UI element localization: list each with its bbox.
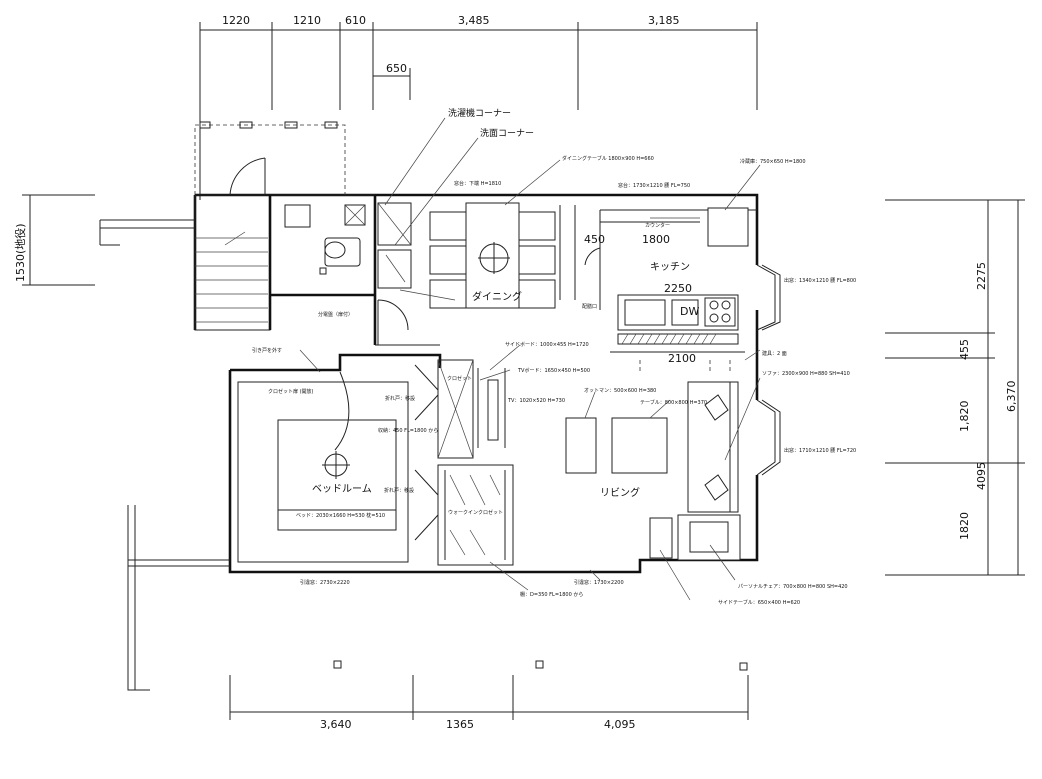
laundry-box [344, 204, 366, 226]
dim-top-1: 1220 [222, 14, 250, 27]
building-walls [99, 121, 759, 574]
note-kitchen-window: 窓台：1730×1210 腰 FL=750 [618, 182, 690, 189]
room-label-bedroom: ベッドルーム [312, 483, 372, 495]
note-armchair: パーソナルチェア：700×800 H=800 SH=420 [738, 584, 848, 590]
note-tv: TV：1020×520 H=730 [507, 398, 565, 404]
entry-stairs [99, 219, 268, 323]
room-label-kitchen: キッチン [650, 261, 690, 273]
leader-lines [299, 117, 761, 601]
note-bedroom-window: 引違窓：2730×2220 [300, 579, 350, 586]
dim-right-3: 1,820 [958, 401, 971, 433]
note-bed-closet-door: 折れ戸：移設 [385, 395, 415, 402]
right-dimensions: 2275 455 1,820 1820 6,370 4095 [885, 199, 1025, 576]
note-closet-door: クロゼット扉 (開放) [268, 388, 314, 395]
dim-top-sub: 650 [386, 62, 407, 75]
fridge [707, 207, 749, 247]
dim-right-2: 455 [958, 339, 971, 360]
dim-left: 1530(地役) [13, 223, 27, 282]
note-coffee-table: テーブル：800×800 H=370 [640, 399, 707, 406]
dining-table [429, 202, 576, 309]
living-room [477, 368, 781, 561]
note-counter: カウンター [645, 222, 670, 229]
dim-top-5: 3,185 [648, 14, 680, 27]
bedroom [127, 371, 409, 691]
note-dining-window: 窓台：下端 H=1810 [454, 180, 501, 187]
note-divider: 分電盤（扉付） [318, 311, 353, 318]
ottoman [565, 417, 597, 474]
note-shelf: 収納：450 FL=1800 から [378, 427, 438, 434]
dim-top-4: 3,485 [458, 14, 490, 27]
note-dining-table: ダイニングテーブル 1800×900 H=660 [562, 155, 654, 162]
dim-kitchen-2250: 2250 [664, 282, 692, 295]
tv [487, 379, 499, 441]
note-kitchen-bay: 出窓：1340×1210 腰 FL=800 [784, 277, 856, 284]
label-dw: DW [680, 305, 699, 318]
label-laundry-corner: 洗濯機コーナー [448, 107, 511, 119]
note-partition: 建具：2 面 [762, 350, 787, 357]
dim-right-1: 2275 [975, 262, 988, 290]
dim-kitchen-1800: 1800 [642, 233, 670, 246]
kitchen [584, 207, 781, 372]
note-bed: ベッド：2030×1660 H=530 枕=510 [296, 512, 385, 519]
dim-top-3: 610 [345, 14, 366, 27]
note-sideboard: サイドボード：1000×455 H=1720 [505, 341, 589, 348]
note-side-table: サイドテーブル：650×400 H=620 [718, 599, 800, 606]
closets [414, 359, 514, 566]
note-walkin-shelf: 棚：D=350 FL=1800 から [520, 591, 583, 598]
bottom-dimensions: 3,640 1365 4,095 [229, 660, 749, 731]
note-living-bay: 出窓：1710×1210 腰 FL=720 [784, 447, 856, 454]
dim-kitchen-2100: 2100 [668, 352, 696, 365]
room-label-living: リビング [600, 486, 640, 499]
dim-top-2: 1210 [293, 14, 321, 27]
note-tv-board: TVボード：1650×450 H=500 [517, 367, 590, 374]
note-ottoman: オットマン：500×600 H=380 [584, 388, 656, 394]
room-label-walkin: ウォークインクロゼット [448, 509, 503, 516]
side-table [649, 517, 673, 559]
note-sofa: ソファ：2300×900 H=880 SH=410 [762, 371, 850, 377]
note-fridge: 冷蔵庫：750×650 H=1800 [740, 158, 806, 165]
coffee-table [611, 417, 668, 474]
note-serving-hatch: 配膳口 [582, 303, 597, 310]
note-bedroom-door: 引き戸を外す [252, 347, 282, 354]
note-sliding-door: 折れ戸：移設 [384, 487, 414, 494]
top-dimensions: 1220 1210 610 3,485 3,185 650 [199, 14, 758, 200]
toilet [284, 204, 361, 275]
closet [437, 359, 474, 459]
dim-bottom-3: 4,095 [604, 718, 636, 731]
label-washroom-corner: 洗面コーナー [480, 127, 534, 139]
bed [277, 419, 397, 531]
dim-right-outer-1: 6,370 [1005, 381, 1018, 413]
room-label-closet: クロゼット [447, 375, 472, 382]
left-dimension: 1530(地役) [13, 194, 95, 286]
dim-bottom-1: 3,640 [320, 718, 352, 731]
room-label-dining: ダイニング [472, 290, 522, 303]
dim-right-outer-2: 4095 [975, 462, 988, 490]
dim-bottom-2: 1365 [446, 718, 474, 731]
dim-right-4: 1820 [958, 512, 971, 540]
note-living-window: 引違窓：1730×2200 [574, 579, 624, 586]
dim-kitchen-450: 450 [584, 233, 605, 246]
